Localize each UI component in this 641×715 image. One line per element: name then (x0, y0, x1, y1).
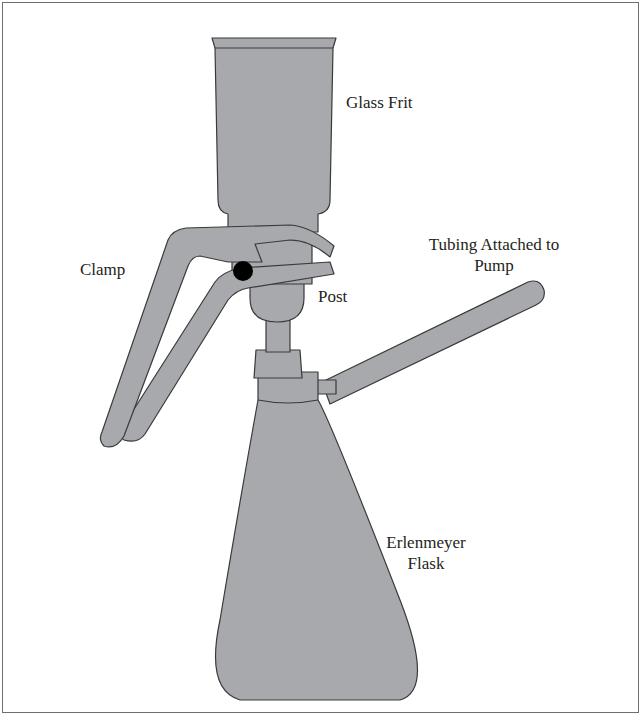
stopper (254, 350, 302, 378)
pump-tubing (322, 281, 544, 404)
part-label: Glass Frit (346, 92, 413, 113)
frit-rim (215, 47, 333, 48)
part-label: Post (318, 286, 347, 307)
glass-frit (212, 38, 336, 232)
part-label: Tubing Attached to Pump (428, 234, 560, 276)
clamp-arm (100, 225, 334, 447)
clamp-pivot (233, 261, 253, 281)
part-label: Erlenmeyer Flask (380, 532, 472, 574)
post (250, 282, 304, 322)
flask-shoulder (258, 400, 318, 403)
part-label: Clamp (80, 259, 125, 280)
frame (3, 3, 639, 713)
post-stem (266, 318, 290, 352)
